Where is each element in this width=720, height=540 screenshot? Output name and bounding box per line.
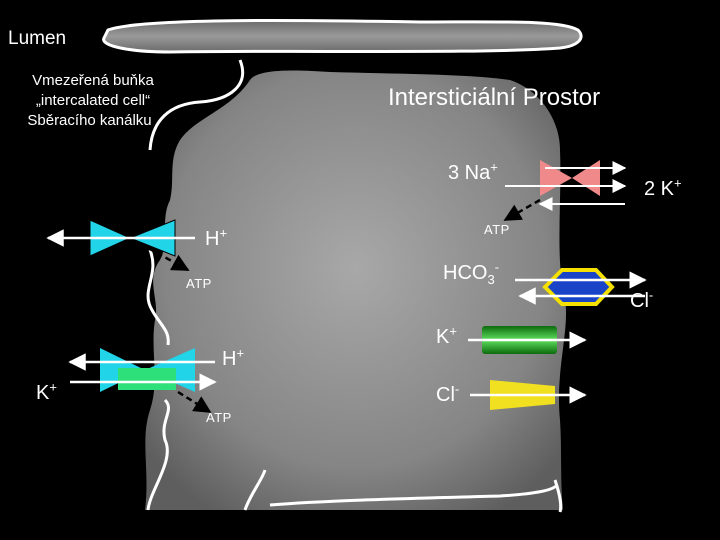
k-pump-ion-label: 2 K+ <box>644 178 682 201</box>
interstitial-label: Intersticiální Prostor <box>388 84 600 112</box>
k-left-ion-label: K+ <box>36 382 57 405</box>
h-bottom-ion-label: H+ <box>222 348 244 371</box>
atp-left-bottom-label: ATP <box>206 410 232 425</box>
hco3-ion-label: HCO3- <box>443 262 499 285</box>
atp-right-label: ATP <box>484 222 510 237</box>
atp-left-top-label: ATP <box>186 276 212 291</box>
hk-atpase-icon <box>70 348 215 392</box>
na-ion-label: 3 Na+ <box>448 162 498 185</box>
cl-channel-ion-label: Cl- <box>436 384 459 407</box>
top-cell <box>104 20 581 52</box>
cell-name-line3: Sběracího kanálku <box>12 112 167 129</box>
k-channel-ion-label: K+ <box>436 326 457 349</box>
h-top-ion-label: H+ <box>205 228 227 251</box>
cell-name-line2: „intercalated cell“ <box>18 92 168 109</box>
h-atpase-icon <box>48 220 195 256</box>
cl-right-ion-label: Cl- <box>630 290 653 313</box>
lumen-label: Lumen <box>8 28 66 50</box>
k-channel-icon <box>468 326 585 354</box>
cell-name-line1: Vmezeřená buňka <box>32 72 154 89</box>
